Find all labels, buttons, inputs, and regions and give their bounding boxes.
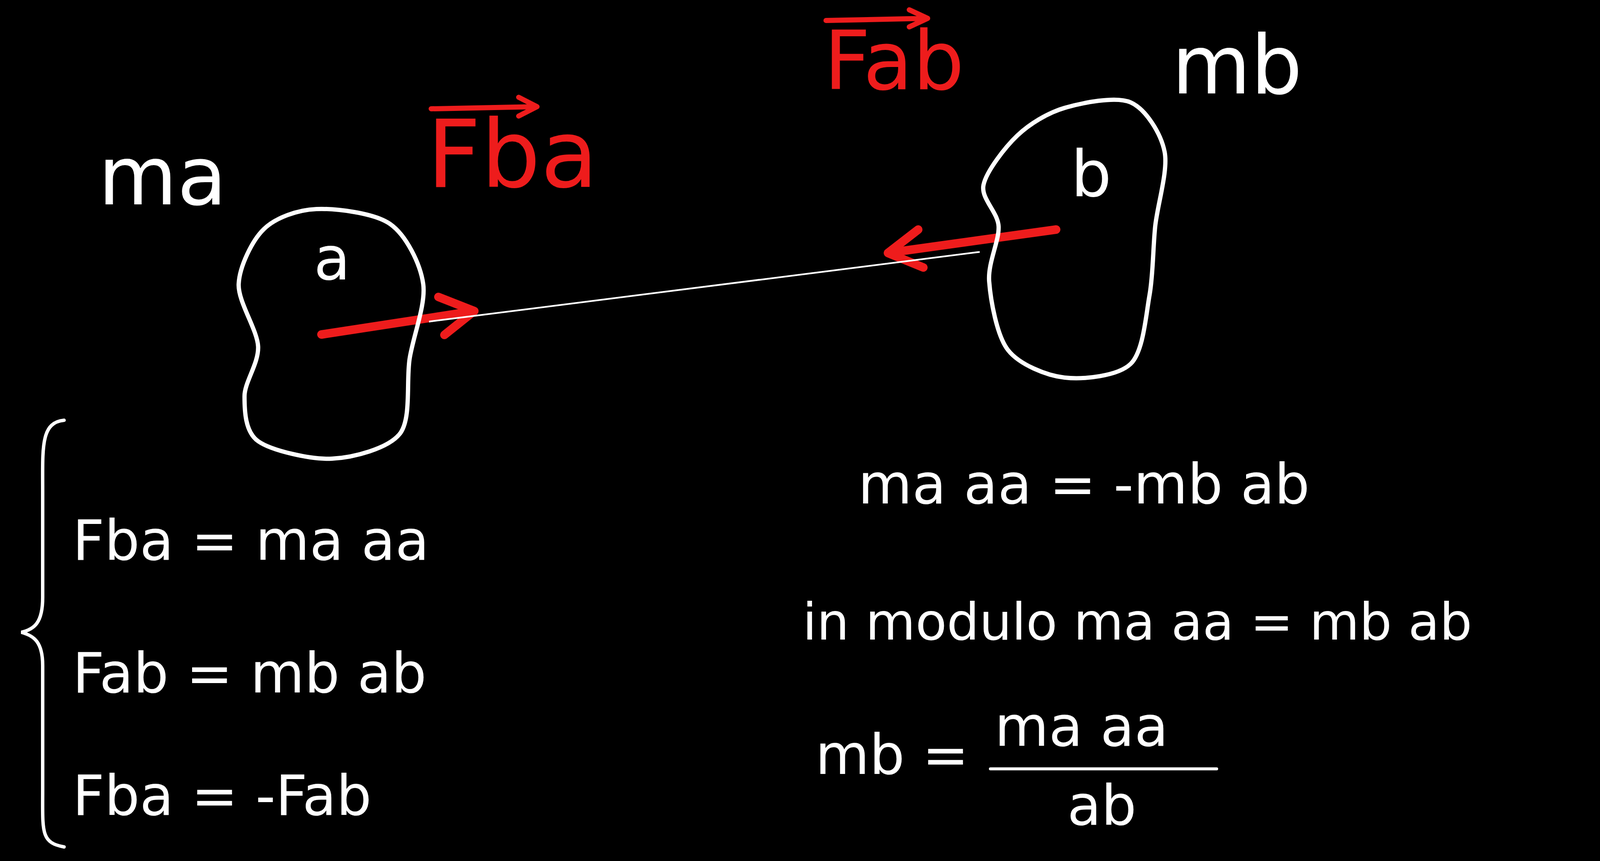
force-label: Fab [823,12,965,111]
blob-path [238,209,424,459]
system-brace [21,420,65,848]
equation: in modulo ma aa = mb ab [802,591,1472,654]
body-label: b [1070,135,1112,213]
equation: Fab = mb ab [72,640,427,707]
body-blob: ama [234,209,430,459]
force-label: Fba [426,98,599,211]
connector-line [429,251,980,322]
body-blob: bmb [979,102,1169,378]
fraction-numerator: ma aa [994,693,1169,761]
fraction-bar [990,767,1217,771]
mass-label: mb [1171,17,1303,115]
mass-label: ma [98,128,228,226]
equation: mb = [815,721,969,789]
body-label: a [313,223,351,295]
equation: ma aa = -mb ab [858,451,1310,518]
equation: Fba = -Fab [72,762,372,830]
equation: Fba = ma aa [72,507,430,575]
blob-path [983,99,1166,379]
fraction-denominator: ab [1067,772,1137,840]
